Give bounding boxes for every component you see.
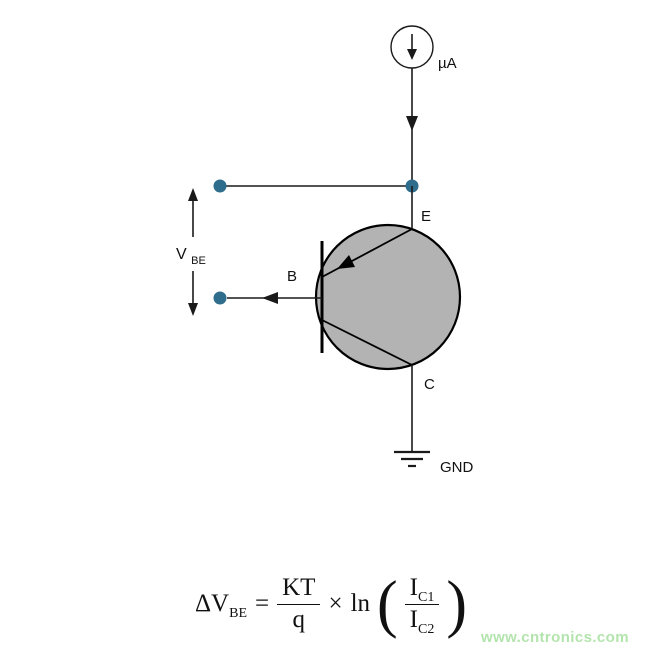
formula-lhs: ΔVBE [194, 590, 248, 621]
ic2-main: I [409, 605, 418, 633]
transistor-body-circle [314, 223, 462, 371]
vbe-measure-arrow: V BE [176, 188, 206, 316]
multiply-sign: × [328, 590, 343, 617]
emitter-terminal-label: E [421, 208, 431, 225]
fraction-numerator-ic1: IC1 [404, 573, 440, 605]
vbe-label-sub: BE [191, 255, 206, 267]
pnp-transistor: E C [314, 186, 462, 393]
ic1-over-ic2-fraction: IC1 IC2 [404, 573, 440, 637]
current-direction-arrowhead-icon [406, 116, 418, 131]
current-source: µA [390, 25, 457, 72]
equals-sign: = [255, 590, 270, 617]
vbe-label-main: V [176, 246, 187, 263]
fraction-denominator-ic2: IC2 [405, 605, 440, 637]
ground-branch: GND [394, 365, 474, 476]
base-terminal-label: B [287, 268, 297, 285]
formula-lhs-main: ΔV [194, 590, 230, 617]
transistor-circuit-svg: µA V BE [176, 25, 474, 476]
emitter-arrowhead-icon [337, 255, 355, 269]
open-paren: ( [377, 567, 398, 640]
vbe-label: V BE [176, 246, 206, 267]
vbe-arrow-up-icon [188, 188, 198, 201]
current-source-arrowhead-icon [407, 49, 417, 60]
site-watermark: www.cntronics.com [481, 629, 629, 646]
fraction-denominator-q: q [292, 605, 306, 633]
emitter-supply-wire [406, 68, 418, 186]
ic1-main: I [409, 573, 418, 601]
fraction-numerator-kt: KT [277, 574, 321, 605]
vbe-top-terminal-dot [213, 179, 227, 193]
base-wire: B [227, 268, 322, 304]
delta-vbe-formula: ΔVBE = KT q × ln ( IC1 IC2 ) [0, 558, 662, 650]
close-paren: ) [446, 567, 467, 640]
collector-terminal-label: C [424, 376, 435, 393]
base-current-arrowhead-icon [262, 292, 278, 304]
transistor-collector-line [321, 319, 413, 366]
ic1-sub: C1 [418, 589, 435, 605]
log-function: ln [350, 590, 371, 617]
vbe-bottom-terminal-dot [213, 291, 227, 305]
kt-over-q-fraction: KT q [277, 574, 321, 635]
current-source-label: µA [438, 55, 457, 72]
ground-label: GND [440, 459, 474, 476]
ic2-sub: C2 [418, 621, 435, 637]
formula-lhs-sub: BE [229, 606, 248, 621]
vbe-arrow-down-icon [188, 303, 198, 316]
